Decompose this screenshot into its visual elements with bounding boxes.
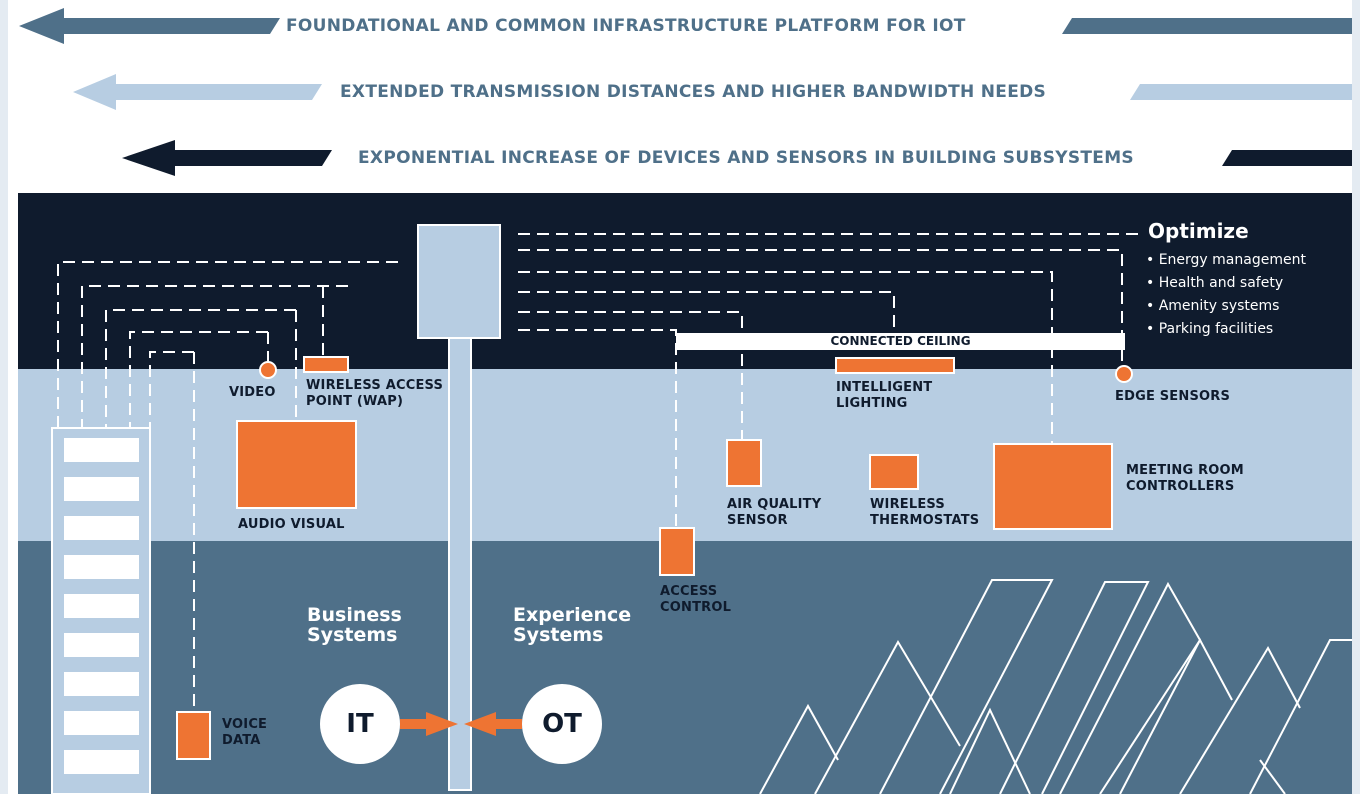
air-quality-sensor-device [726, 439, 762, 487]
banner-arrow-2 [73, 74, 1352, 110]
skyline-outline [759, 579, 1352, 794]
wireless-thermostats-label: WIRELESS THERMOSTATS [870, 497, 980, 528]
experience-systems-label: Experience Systems [513, 604, 632, 646]
connected-ceiling-bar [676, 333, 1125, 350]
optimize-item: • Parking facilities [1146, 321, 1274, 337]
ot-circle: OT [522, 684, 602, 764]
optimize-list: • Energy management • Health and safety … [1146, 249, 1306, 341]
it-circle: IT [320, 684, 400, 764]
right-border [1352, 0, 1360, 794]
connected-ceiling-label: CONNECTED CEILING [830, 334, 971, 348]
business-systems-label: Business Systems [307, 604, 402, 646]
audio-visual-device [236, 420, 357, 509]
air-quality-label: AIR QUALITY SENSOR [727, 497, 822, 528]
edge-sensor-icon [1115, 365, 1133, 383]
video-label: VIDEO [229, 385, 276, 400]
voice-data-device [176, 711, 211, 760]
optimize-title: Optimize [1148, 219, 1249, 243]
intelligent-lighting-device [835, 357, 955, 374]
it-arrow [400, 712, 458, 736]
access-control-device [659, 527, 695, 576]
banner-devices: EXPONENTIAL INCREASE OF DEVICES AND SENS… [358, 148, 1134, 168]
backbone-pole [448, 337, 472, 791]
left-border [0, 0, 8, 794]
optimize-item: • Amenity systems [1146, 298, 1280, 314]
wap-label: WIRELESS ACCESS POINT (WAP) [306, 378, 444, 409]
access-control-label: ACCESS CONTROL [660, 584, 732, 615]
meeting-room-label: MEETING ROOM CONTROLLERS [1126, 463, 1244, 494]
band-slate [18, 541, 1352, 794]
backbone-head [417, 224, 501, 339]
video-camera-icon [259, 361, 277, 379]
dashed-lines [57, 233, 1145, 712]
banner-transmission: EXTENDED TRANSMISSION DISTANCES AND HIGH… [340, 82, 1047, 102]
riser-slots [64, 438, 139, 774]
banner-arrow-1 [19, 8, 1352, 44]
intelligent-lighting-label: INTELLIGENT LIGHTING [836, 380, 933, 411]
edge-sensors-label: EDGE SENSORS [1115, 389, 1231, 404]
banner-infrastructure: FOUNDATIONAL AND COMMON INFRASTRUCTURE P… [286, 16, 966, 36]
banner-arrow-3 [122, 140, 1352, 176]
voice-data-label: VOICE DATA [222, 717, 268, 748]
ot-label: OT [542, 709, 582, 739]
audio-visual-label: AUDIO VISUAL [238, 517, 345, 532]
ot-arrow [464, 712, 522, 736]
meeting-room-controller-device [993, 443, 1113, 530]
optimize-item: • Health and safety [1146, 275, 1284, 291]
optimize-item: • Energy management [1146, 252, 1306, 268]
it-label: IT [346, 709, 374, 739]
wap-device [303, 356, 349, 373]
wireless-thermostat-device [869, 454, 919, 490]
